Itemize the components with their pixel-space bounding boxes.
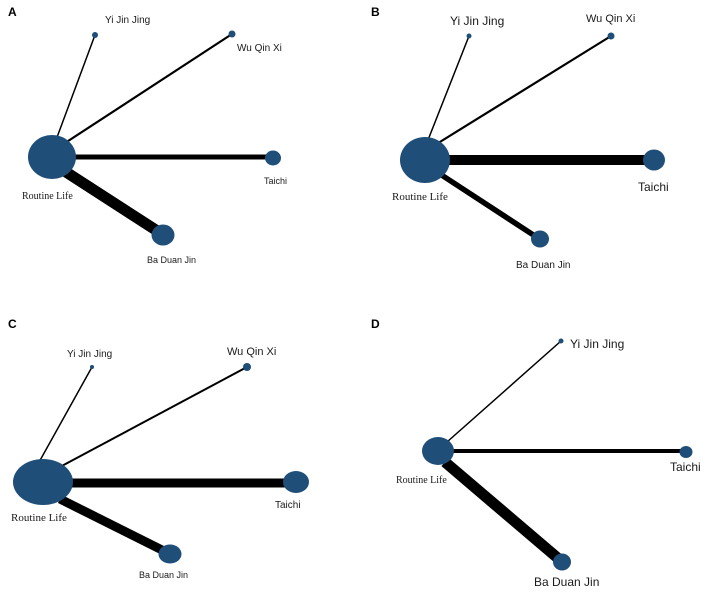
edge-routine-bdj	[57, 494, 171, 558]
node-label-routine: Routine Life	[11, 512, 67, 524]
node-yjj	[558, 338, 564, 344]
edge-routine-yjj	[55, 34, 96, 141]
node-wqx	[607, 32, 615, 40]
node-label-yjj: Yi Jin Jing	[450, 14, 504, 28]
node-wqx	[228, 30, 236, 38]
node-label-wqx: Wu Qin Xi	[586, 13, 635, 25]
node-routine	[13, 459, 73, 505]
node-label-wqx: Wu Qin Xi	[237, 43, 282, 54]
edge-routine-bdj	[441, 457, 564, 565]
node-taichi	[283, 471, 309, 493]
edge-routine-bdj	[438, 171, 540, 241]
panel-c: C Yi Jin Jing Wu Qin Xi Taichi Ba Duan J…	[8, 317, 309, 580]
node-label-bdj: Ba Duan Jin	[534, 575, 599, 589]
node-bdj	[158, 544, 182, 564]
node-label-taichi: Taichi	[670, 460, 701, 474]
node-routine	[422, 437, 454, 465]
node-bdj	[151, 224, 175, 246]
node-bdj	[553, 553, 571, 571]
edge-routine-wqx	[61, 33, 233, 146]
node-taichi	[679, 446, 693, 458]
node-label-bdj: Ba Duan Jin	[147, 255, 196, 265]
node-routine	[400, 137, 450, 183]
node-label-bdj: Ba Duan Jin	[516, 260, 570, 271]
node-yjj	[466, 33, 472, 39]
node-bdj	[531, 230, 549, 248]
node-label-yjj: Yi Jin Jing	[67, 349, 112, 360]
node-label-wqx: Wu Qin Xi	[227, 346, 276, 358]
edge-routine-wqx	[434, 35, 612, 146]
node-taichi	[643, 149, 665, 171]
panel-letter: D	[371, 317, 380, 331]
node-yjj	[90, 365, 94, 369]
edge-routine-yjj	[427, 35, 470, 141]
node-label-yjj: Yi Jin Jing	[105, 15, 150, 26]
edge-routine-wqx	[57, 366, 248, 469]
node-label-bdj: Ba Duan Jin	[139, 570, 188, 580]
edge-routine-yjj	[446, 340, 562, 443]
node-label-yjj: Yi Jin Jing	[570, 337, 624, 351]
panel-d: D Yi Jin Jing Taichi Ba Duan Jin Routine…	[371, 317, 701, 589]
panel-letter: A	[8, 5, 17, 19]
panel-a: A Yi Jin Jing Wu Qin Xi Taichi Ba Duan J…	[8, 5, 287, 265]
node-yjj	[92, 32, 98, 38]
node-label-routine: Routine Life	[392, 191, 448, 203]
node-label-routine: Routine Life	[396, 475, 447, 486]
node-label-routine: Routine Life	[22, 191, 73, 202]
node-taichi	[265, 150, 281, 166]
edge-routine-bdj	[63, 167, 165, 239]
panel-b: B Yi Jin Jing Wu Qin Xi Taichi Ba Duan J…	[371, 5, 669, 271]
node-wqx	[243, 363, 251, 371]
edge-routine-yjj	[37, 366, 93, 465]
node-label-taichi: Taichi	[275, 500, 301, 511]
node-label-taichi: Taichi	[638, 180, 669, 194]
node-label-taichi: Taichi	[264, 176, 287, 186]
panel-letter: B	[371, 5, 380, 19]
node-routine	[28, 135, 76, 179]
panel-letter: C	[8, 317, 17, 331]
